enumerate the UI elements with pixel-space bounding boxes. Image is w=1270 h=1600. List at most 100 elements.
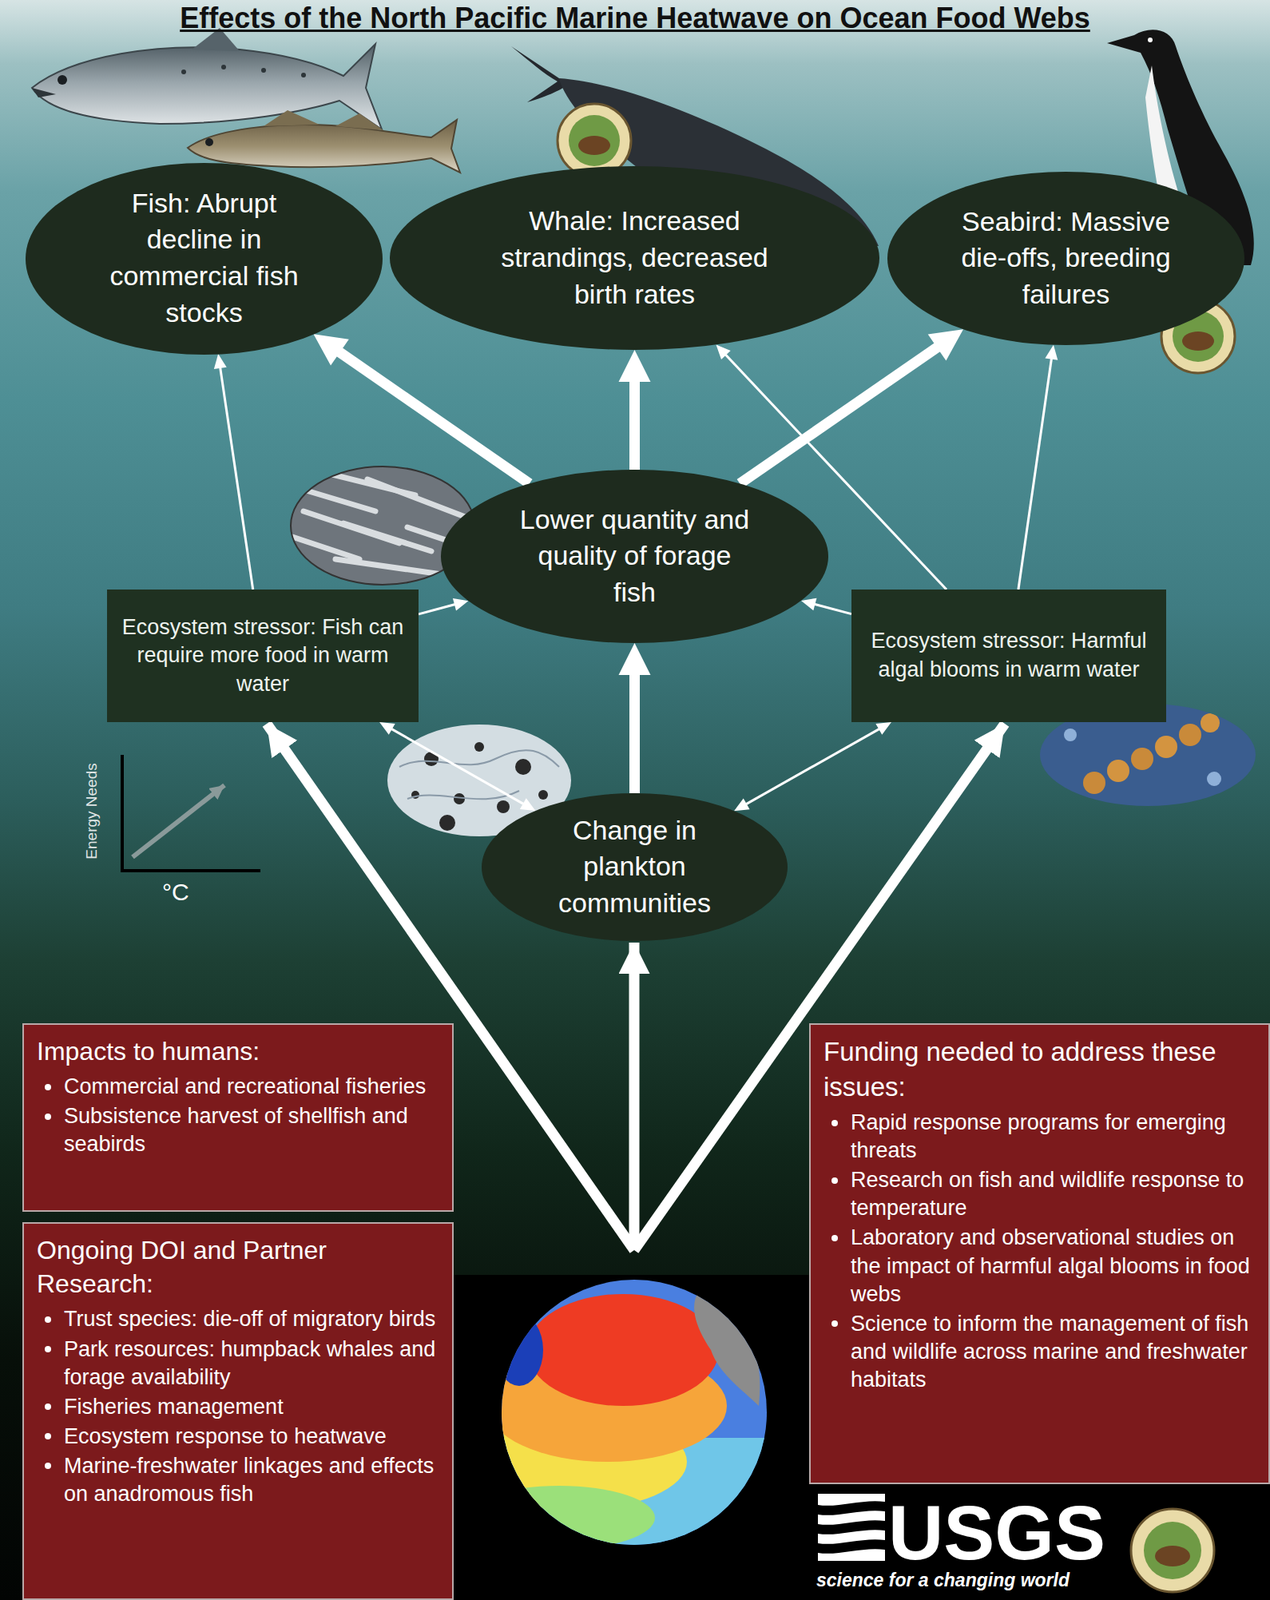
text: Research on fish and wildlife response t… — [850, 1167, 1244, 1220]
text: Lower quantity and quality of forage fis… — [519, 504, 750, 608]
globe-picture — [463, 1279, 775, 1550]
bullet-item: Marine-freshwater linkages and effects o… — [36, 1452, 440, 1509]
stressor-box: Ecosystem stressor: Fish can require mor… — [107, 589, 419, 723]
impact-ellipse: Fish: Abrupt decline in commercial fish … — [25, 162, 383, 355]
thick-arrow — [619, 642, 651, 794]
bullet-dot — [44, 1462, 52, 1469]
text-holder: Impacts to humans: Commercial and recreat… — [36, 1034, 440, 1159]
connector-line — [745, 728, 881, 805]
bullet-item: Ecosystem response to heatwave — [36, 1422, 440, 1451]
arrow-head — [619, 642, 651, 675]
text: Seabird: Massive die-offs, breeding fail… — [960, 206, 1171, 310]
text: Whale: Increased strandings, decreased b… — [500, 205, 769, 310]
text-holder: Funding needed to address these issues: R… — [823, 1034, 1256, 1394]
text-holder: Fish: Abrupt decline in commercial fish … — [104, 185, 305, 333]
dark-panel — [809, 1484, 1270, 1600]
thin-arrow — [801, 598, 852, 615]
connector-line — [629, 673, 640, 794]
ellipse-outline — [25, 162, 383, 355]
text: Science to inform the management of fish… — [850, 1311, 1249, 1392]
energy-graph — [120, 754, 261, 872]
bullet-dot — [831, 1234, 838, 1242]
arrow-head — [313, 333, 350, 366]
info-panel: Impacts to humans: Commercial and recreat… — [22, 1023, 454, 1212]
thin-arrow — [734, 722, 892, 811]
node-text: Change in plankton communities — [539, 812, 731, 923]
text: Ecosystem stressor: Harmful algal blooms… — [870, 628, 1147, 682]
ellipse-outline — [481, 793, 788, 941]
arrow-head — [734, 797, 751, 811]
text: Fisheries management — [63, 1394, 284, 1419]
title: Effects of the North Pacific Marine Heat… — [0, 1, 1270, 36]
bullet-dot — [44, 1316, 52, 1323]
bullet-dot — [831, 1320, 838, 1327]
bullet-item: Commercial and recreational fisheries — [36, 1072, 440, 1101]
node-text: Ecosystem stressor: Fish can require mor… — [118, 613, 408, 699]
node-text: Fish: Abrupt decline in commercial fish … — [104, 185, 305, 333]
stressor-box: Ecosystem stressor: Harmful algal blooms… — [851, 589, 1167, 723]
bullet-dot — [831, 1119, 838, 1127]
info-panel: Funding needed to address these issues: R… — [809, 1023, 1270, 1485]
impact-ellipse: Whale: Increased strandings, decreased b… — [389, 166, 880, 350]
text: Rapid response programs for emerging thr… — [850, 1110, 1227, 1163]
thick-arrow — [313, 333, 530, 484]
node-text: Lower quantity and quality of forage fis… — [515, 501, 755, 612]
text-holder: Change in plankton communities — [539, 812, 731, 923]
impact-ellipse: Seabird: Massive die-offs, breeding fail… — [887, 171, 1245, 346]
info-panel: Ongoing DOI and Partner Research: Trust s… — [22, 1222, 454, 1600]
text: Change in plankton communities — [558, 814, 711, 919]
node-text: Whale: Increased strandings, decreased b… — [471, 202, 799, 314]
connector-line — [739, 346, 938, 485]
text: Ecosystem stressor: Fish can require mor… — [122, 615, 405, 696]
node-text: Seabird: Massive die-offs, breeding fail… — [958, 203, 1175, 314]
bullet-item: Laboratory and observational studies on … — [823, 1223, 1256, 1308]
bullet-item: Subsistence harvest of shellfish and sea… — [36, 1102, 440, 1159]
text: Park resources: humpback whales and fora… — [63, 1337, 436, 1390]
arrow-head — [875, 722, 892, 735]
text: Funding needed to address these issues: — [823, 1036, 1217, 1102]
connector-line — [220, 366, 254, 590]
node-text: Ecosystem stressor: Harmful algal blooms… — [862, 627, 1155, 684]
text: Subsistence harvest of shellfish and sea… — [63, 1103, 409, 1156]
text: Marine-freshwater linkages and effects o… — [63, 1453, 434, 1506]
arrow-head — [452, 598, 469, 611]
bullet-dot — [44, 1083, 52, 1091]
text-holder: Whale: Increased strandings, decreased b… — [471, 202, 799, 314]
bullet-item: Park resources: humpback whales and fora… — [36, 1335, 440, 1392]
arrow-head — [801, 598, 817, 611]
arrow-head — [519, 797, 536, 811]
axis-label: Energy Needs — [83, 762, 101, 859]
text: Trust species: die-off of migratory bird… — [63, 1306, 436, 1331]
arrow-head — [214, 353, 227, 370]
axis-label: °C — [162, 878, 190, 905]
thin-arrow — [214, 353, 254, 590]
text-holder: Ecosystem stressor: Harmful algal blooms… — [862, 627, 1155, 684]
bullet-dot — [44, 1345, 52, 1353]
thin-arrow — [1018, 345, 1058, 590]
process-ellipse: Lower quantity and quality of forage fis… — [440, 469, 829, 643]
logo-text: USGS — [888, 1490, 1106, 1576]
text-holder: Lower quantity and quality of forage fis… — [515, 501, 755, 612]
arrow-head — [1044, 345, 1058, 361]
panel-heading: Impacts to humans: — [36, 1034, 440, 1068]
cod-picture — [187, 110, 461, 173]
ellipse-outline — [389, 166, 880, 350]
arrow-head — [379, 722, 396, 735]
thin-arrow — [418, 598, 469, 615]
panel-heading: Ongoing DOI and Partner Research: — [36, 1233, 440, 1301]
bullet-item: Rapid response programs for emerging thr… — [823, 1108, 1256, 1165]
dark-panel — [453, 1274, 810, 1600]
connector-line — [418, 603, 457, 615]
salmon-picture — [31, 27, 382, 130]
arrow-head — [619, 349, 651, 382]
bullet-item: Research on fish and wildlife response t… — [823, 1166, 1256, 1223]
arrow-head — [928, 329, 964, 361]
arrow-head — [716, 344, 731, 360]
text: Commercial and recreational fisheries — [63, 1074, 426, 1099]
ellipse-outline — [440, 469, 829, 643]
ellipse-outline — [887, 171, 1245, 346]
connector-line — [629, 380, 640, 470]
bullet-dot — [831, 1177, 838, 1184]
bullet-dot — [44, 1403, 52, 1410]
